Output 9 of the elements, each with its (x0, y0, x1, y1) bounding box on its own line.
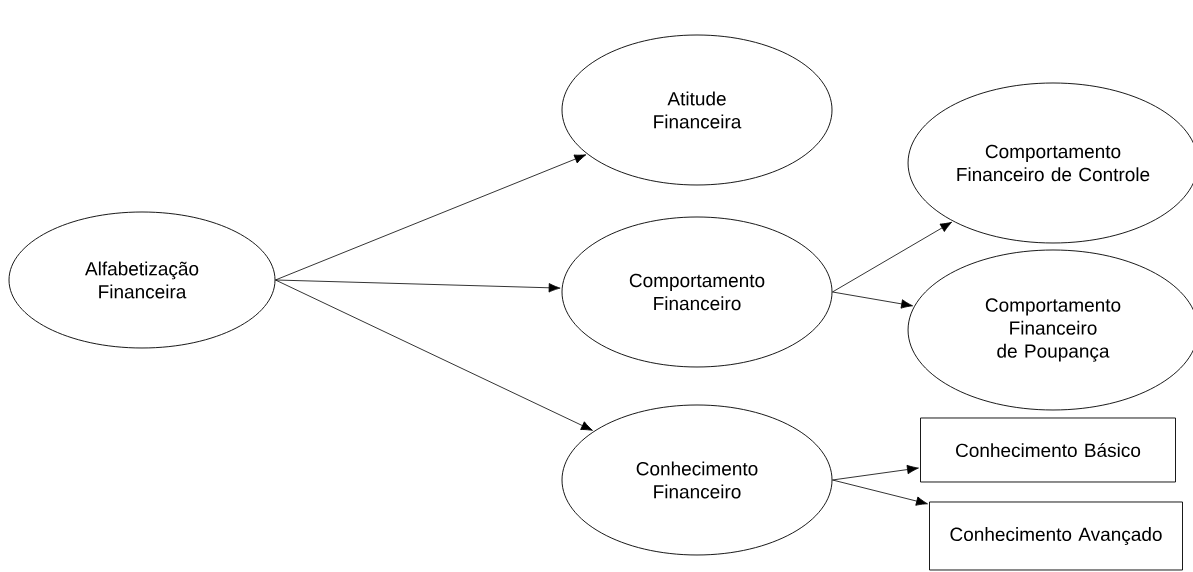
arrow (832, 464, 919, 481)
concept-box: Conhecimento Básico (920, 417, 1176, 483)
arrow (832, 479, 928, 506)
arrow (275, 279, 561, 293)
concept-box: Conhecimento Avançado (929, 501, 1183, 571)
arrow (275, 279, 593, 431)
arrow (832, 291, 913, 309)
arrow (832, 221, 953, 293)
arrow (275, 154, 587, 281)
